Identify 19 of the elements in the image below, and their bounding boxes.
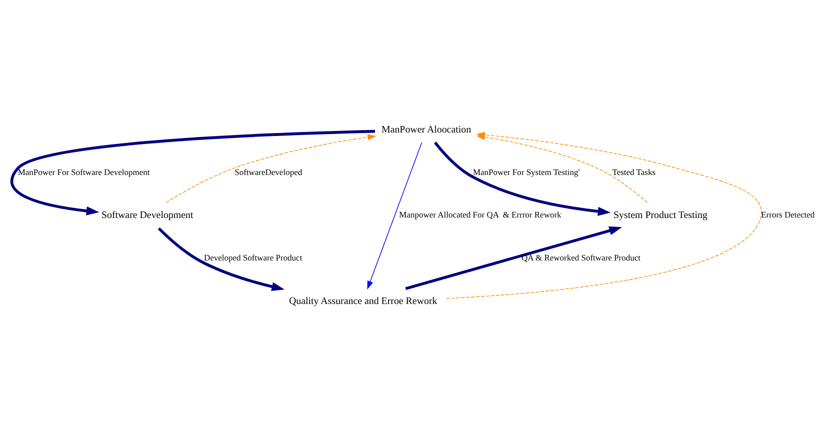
arrow: [158, 226, 285, 291]
edge-label: Manpower Allocated For QA & Errror Rework: [399, 209, 562, 220]
arrow: [405, 226, 622, 290]
node-text: System Product Testing: [614, 210, 708, 221]
arrow: [166, 134, 376, 202]
arrow: [10, 129, 376, 215]
node-text: ManPower Aloocation: [382, 124, 472, 135]
edge-label: QA & Reworked Software Product: [522, 252, 641, 262]
node-text: Quality Assurance and Erroe Rework: [288, 296, 438, 307]
edge-label: SoftwareDeveloped: [234, 166, 302, 176]
edge-label: Errors Detected: [761, 209, 815, 220]
arrow: [367, 142, 422, 290]
arrow: [434, 141, 611, 216]
arrow: [476, 134, 648, 202]
node-text: Software Development: [101, 210, 194, 221]
edge-label: ManPower For System Testing': [472, 166, 580, 176]
edge-label: ManPower For Software Development: [18, 166, 150, 176]
edge-label: Tested Tasks: [612, 166, 656, 176]
edge-label: Developed Software Product: [204, 252, 302, 262]
